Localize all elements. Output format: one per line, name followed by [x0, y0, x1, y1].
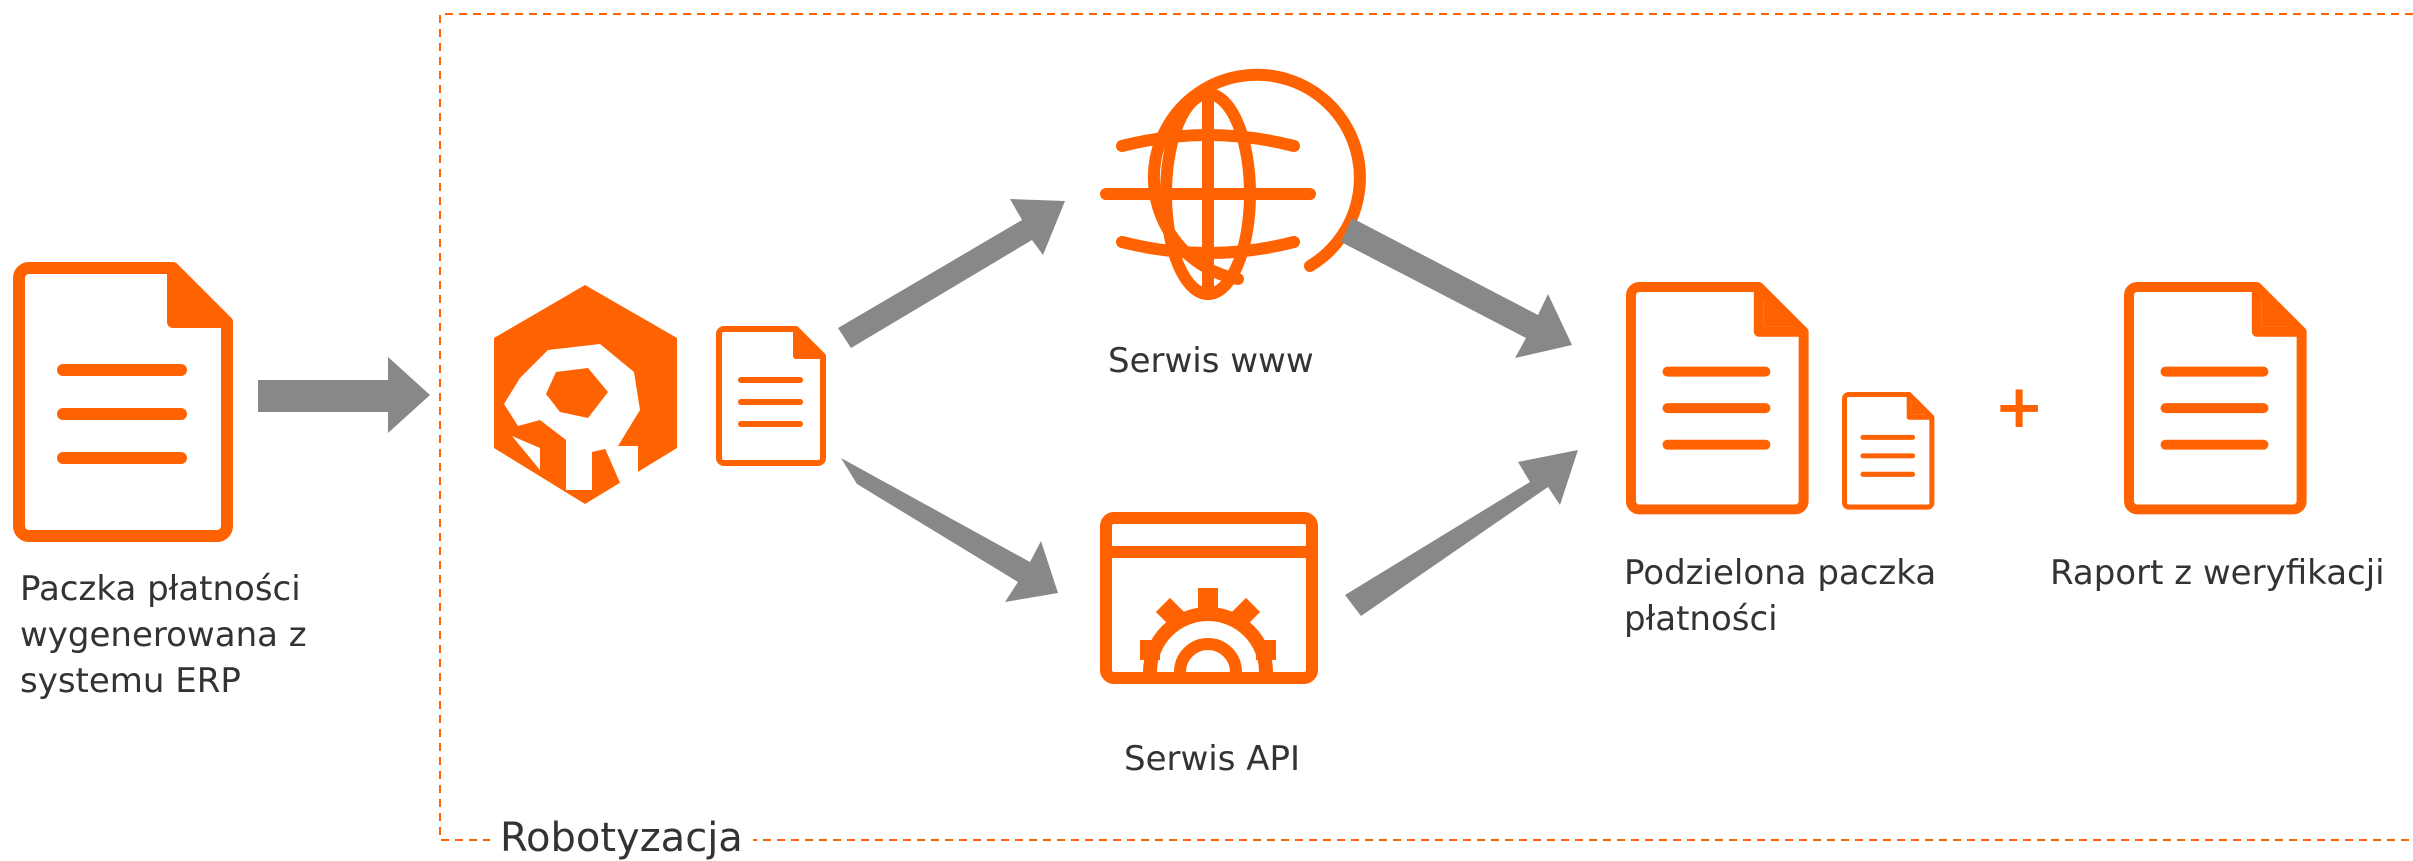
split-batch-label: Podzielona paczka płatności: [1624, 550, 1936, 642]
robot-logo-icon: [494, 285, 677, 504]
robotization-frame: [439, 13, 2413, 841]
report-document-icon: [2129, 287, 2302, 509]
plus-operator: +: [1994, 372, 2045, 442]
erp-label-line-1: Paczka płatności: [20, 569, 301, 609]
api-window-icon: [1100, 512, 1318, 684]
arrow-robot-to-api: [841, 458, 1058, 602]
robotization-frame-label: Robotyzacja: [490, 816, 753, 860]
arrow-www-to-split: [1341, 218, 1572, 358]
report-label: Raport z weryfikacji: [2050, 553, 2385, 593]
arrow-robot-to-www: [838, 199, 1065, 348]
split-label-line-1: Podzielona paczka: [1624, 553, 1937, 593]
arrow-erp-to-robot: [258, 357, 430, 433]
globe-icon: [1100, 68, 1366, 300]
api-service-label: Serwis API: [1124, 739, 1301, 779]
robot-document-icon: [719, 329, 823, 463]
erp-label-line-2: wygenerowana z: [20, 615, 307, 655]
erp-document-icon: [19, 268, 227, 536]
erp-document-label: Paczka płatności wygenerowana z systemu …: [20, 566, 307, 704]
arrow-api-to-split: [1345, 450, 1578, 616]
split-label-line-2: płatności: [1624, 599, 1778, 639]
split-batch-small-document-icon: [1845, 395, 1932, 508]
split-batch-document-icon: [1631, 287, 1804, 509]
erp-label-line-3: systemu ERP: [20, 661, 241, 701]
web-service-label: Serwis www: [1108, 341, 1314, 381]
